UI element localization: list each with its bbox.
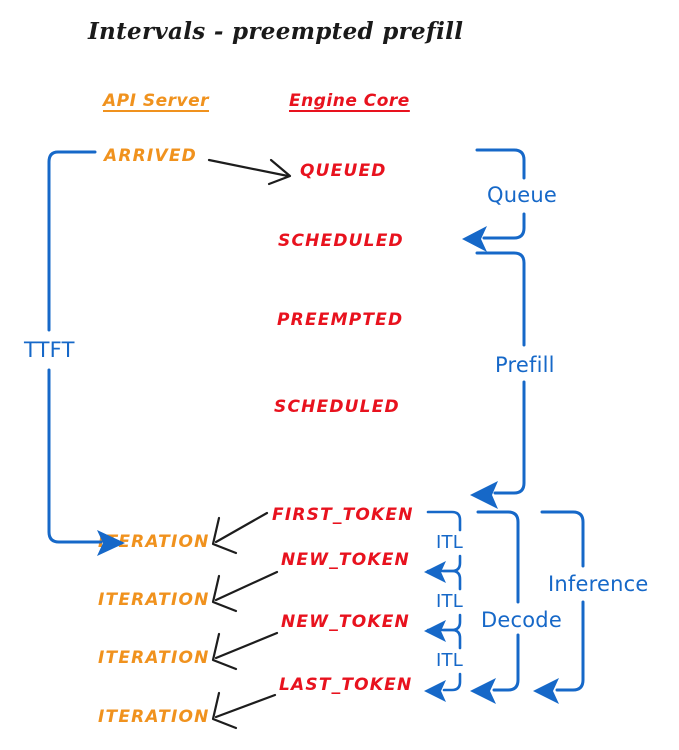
column-header-engine-core: Engine Core (289, 91, 410, 111)
event-preempted: PREEMPTED (277, 310, 404, 330)
interval-label-itl-2: ITL (436, 591, 463, 612)
event-scheduled-2: SCHEDULED (274, 397, 400, 417)
event-new-token-2: NEW_TOKEN (281, 612, 410, 632)
event-iteration-2: ITERATION (98, 590, 210, 610)
event-arrived: ARRIVED (104, 146, 197, 166)
bracket-prefill (470, 251, 526, 509)
arrow-new-token-to-iteration-2 (211, 570, 279, 613)
interval-label-queue: Queue (487, 183, 557, 207)
page-title: Intervals - preempted prefill (88, 18, 464, 45)
event-queued: QUEUED (300, 161, 387, 181)
event-iteration-1: ITERATION (98, 532, 210, 552)
event-iteration-4: ITERATION (98, 707, 210, 727)
column-header-api-server: API Server (103, 91, 210, 111)
interval-label-itl-1: ITL (436, 532, 463, 553)
interval-label-prefill: Prefill (495, 353, 555, 377)
arrow-last-token-to-iteration-4 (211, 691, 277, 730)
event-last-token: LAST_TOKEN (279, 675, 413, 695)
event-scheduled-1: SCHEDULED (278, 231, 404, 251)
event-iteration-3: ITERATION (98, 648, 210, 668)
event-first-token: FIRST_TOKEN (272, 505, 414, 525)
event-new-token-1: NEW_TOKEN (281, 550, 410, 570)
interval-label-itl-3: ITL (436, 650, 463, 671)
arrow-first-token-to-iteration (211, 511, 269, 555)
interval-label-inference: Inference (548, 572, 649, 596)
interval-label-ttft: TTFT (24, 338, 75, 362)
arrow-arrived-to-queued (207, 158, 292, 186)
interval-label-decode: Decode (481, 608, 562, 632)
arrow-new-token-to-iteration-3 (211, 631, 279, 671)
